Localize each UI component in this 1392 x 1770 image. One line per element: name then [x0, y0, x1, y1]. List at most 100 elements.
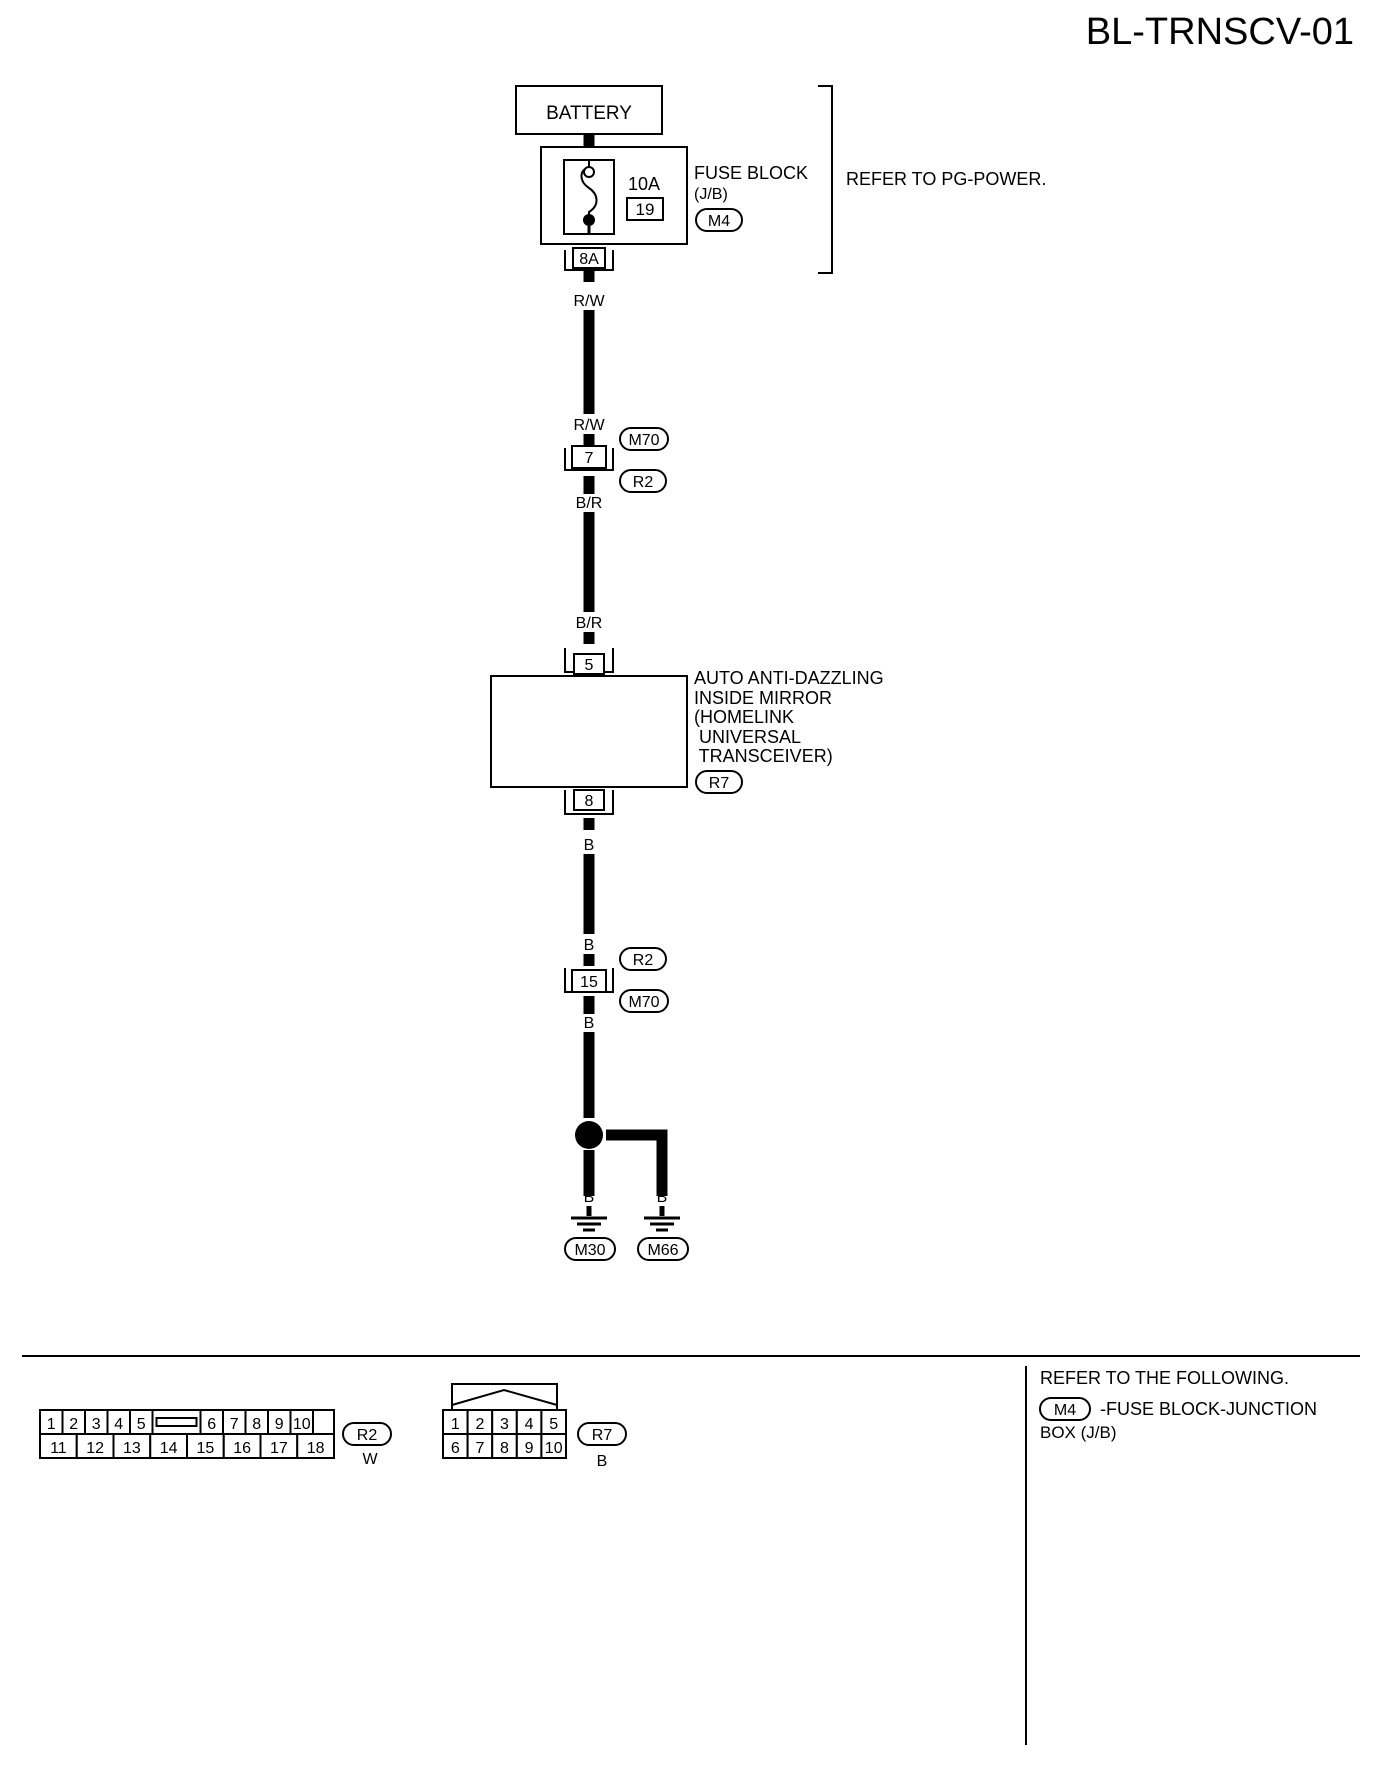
connector-badge-r2-label: R2	[633, 474, 654, 491]
mirror-label-line2: INSIDE MIRROR	[694, 688, 832, 708]
joint-terminal-box	[571, 445, 607, 469]
fuse-block-jb: (J/B)	[694, 186, 728, 203]
connector-r2-pin: 5	[137, 1416, 146, 1433]
connector-r2-pin: 2	[69, 1416, 78, 1433]
connector-r2-pin: 9	[275, 1416, 284, 1433]
fuse-block-label: FUSE BLOCK	[694, 163, 808, 183]
connector-r2-pin: 17	[270, 1440, 288, 1457]
connector-r7-pin: 8	[500, 1440, 509, 1457]
refer-bracket	[818, 85, 833, 274]
connector-r2-id: R2	[357, 1427, 378, 1444]
ground-icon	[571, 1206, 607, 1232]
splice-point	[575, 1121, 603, 1149]
connector-r2-pin: 6	[207, 1416, 216, 1433]
ground-badge-m30	[564, 1237, 616, 1261]
connector-r2-pin: 14	[160, 1440, 178, 1457]
connector-r2-pin: 15	[196, 1440, 214, 1457]
connector-r2-pin: 11	[50, 1440, 67, 1457]
refer-note: REFER TO PG-POWER.	[846, 169, 1046, 189]
joint-bracket	[564, 448, 614, 471]
fuse-rating: 10A	[628, 174, 660, 194]
connector-r7-latch	[451, 1383, 558, 1410]
legend-item-text-2: BOX (J/B)	[1040, 1423, 1117, 1442]
connector-r7-pin-cell	[540, 1409, 568, 1435]
connector-badge-m70	[619, 989, 669, 1013]
connector-badge-r2	[619, 469, 667, 493]
connector-r7-id: R7	[592, 1427, 613, 1444]
mirror-label-line1: AUTO ANTI-DAZZLING	[694, 668, 884, 688]
ground-badge-m66	[637, 1237, 689, 1261]
connector-badge-m4	[1039, 1397, 1091, 1421]
ground-icon	[644, 1206, 680, 1232]
connector-r7-pin: 9	[525, 1440, 534, 1457]
mirror-box	[490, 675, 688, 788]
connector-badge-r7	[695, 770, 743, 794]
ground-badge-m30-label: M30	[574, 1242, 605, 1259]
connector-r2-pin: 10	[293, 1416, 311, 1433]
connector-r7-pin: 10	[545, 1440, 563, 1457]
mirror-label-line4: UNIVERSAL	[694, 727, 801, 747]
connector-r2-pin: 13	[123, 1440, 141, 1457]
connector-r2-color: W	[362, 1451, 378, 1468]
connector-badge-m70-label: M70	[628, 994, 659, 1011]
connector-r2-pin-cell	[222, 1433, 262, 1459]
connector-badge-r2	[619, 947, 667, 971]
connector-r7-pin: 5	[549, 1416, 558, 1433]
mirror-terminal-in-box	[573, 653, 605, 675]
fuse-icon	[580, 160, 598, 220]
connector-r7-pin: 4	[525, 1416, 534, 1433]
connector-r2-pin: 7	[230, 1416, 239, 1433]
terminal-8a: 8A	[579, 251, 599, 268]
mirror-label-line5: TRANSCEIVER)	[694, 746, 833, 766]
connector-r7-pin: 6	[451, 1440, 460, 1457]
connector-r7-pin: 7	[475, 1440, 484, 1457]
connector-r2-pin: 12	[86, 1440, 104, 1457]
connector-badge-r7-label: R7	[709, 775, 730, 792]
connector-r2-pin: 18	[307, 1440, 325, 1457]
wire-color-label: B	[584, 1015, 595, 1032]
legend-heading: REFER TO THE FOLLOWING.	[1040, 1368, 1289, 1388]
page-id: BL-TRNSCV-01	[1086, 11, 1354, 53]
connector-r7-pin: 1	[451, 1416, 460, 1433]
connector-r7-pin-cell	[515, 1433, 543, 1459]
connector-badge-r2	[342, 1422, 392, 1446]
wire-color-label: B	[584, 1189, 595, 1206]
connector-r2-pin-cell	[296, 1433, 335, 1459]
mirror-terminal-out-box	[573, 789, 605, 811]
wire-color-label: R/W	[573, 293, 605, 310]
connector-r2-pin-cell	[39, 1433, 78, 1459]
joint-terminal-box	[571, 969, 607, 993]
connector-badge-r2-label: R2	[633, 952, 654, 969]
ground-badge-m66-label: M66	[647, 1242, 678, 1259]
connector-r7-pin: 3	[500, 1416, 509, 1433]
connector-badge-r7	[577, 1422, 627, 1446]
joint-terminal-7: 7	[585, 450, 594, 467]
terminal-8a-box	[572, 247, 606, 269]
connector-badge-m4	[695, 208, 743, 232]
wire-color-label: B/R	[576, 615, 603, 632]
wire-color-label: R/W	[573, 417, 605, 434]
fuse-terminal-closed	[583, 214, 595, 226]
connector-r2-pin: 1	[47, 1416, 56, 1433]
legend-connector: M4	[1054, 1402, 1076, 1419]
terminal-bracket	[564, 790, 614, 815]
connector-r7-color: B	[597, 1453, 608, 1470]
wire-color-label: B	[584, 937, 595, 954]
fuse-number: 19	[636, 200, 655, 219]
main-wire	[583, 134, 668, 1196]
connector-r7-pin: 2	[475, 1416, 484, 1433]
connector-badge-m70-label: M70	[628, 432, 659, 449]
connector-badge-m70	[619, 427, 669, 451]
connector-key	[155, 1417, 198, 1427]
mirror-terminal-in: 5	[585, 657, 594, 674]
connector-r7-pin-cell	[466, 1433, 494, 1459]
connector-r2-pin: 3	[92, 1416, 101, 1433]
wire-color-label: B	[584, 837, 595, 854]
connector-r2-pin: 8	[252, 1416, 261, 1433]
wire-color-label: B	[657, 1189, 668, 1206]
mirror-terminal-out: 8	[585, 793, 594, 810]
